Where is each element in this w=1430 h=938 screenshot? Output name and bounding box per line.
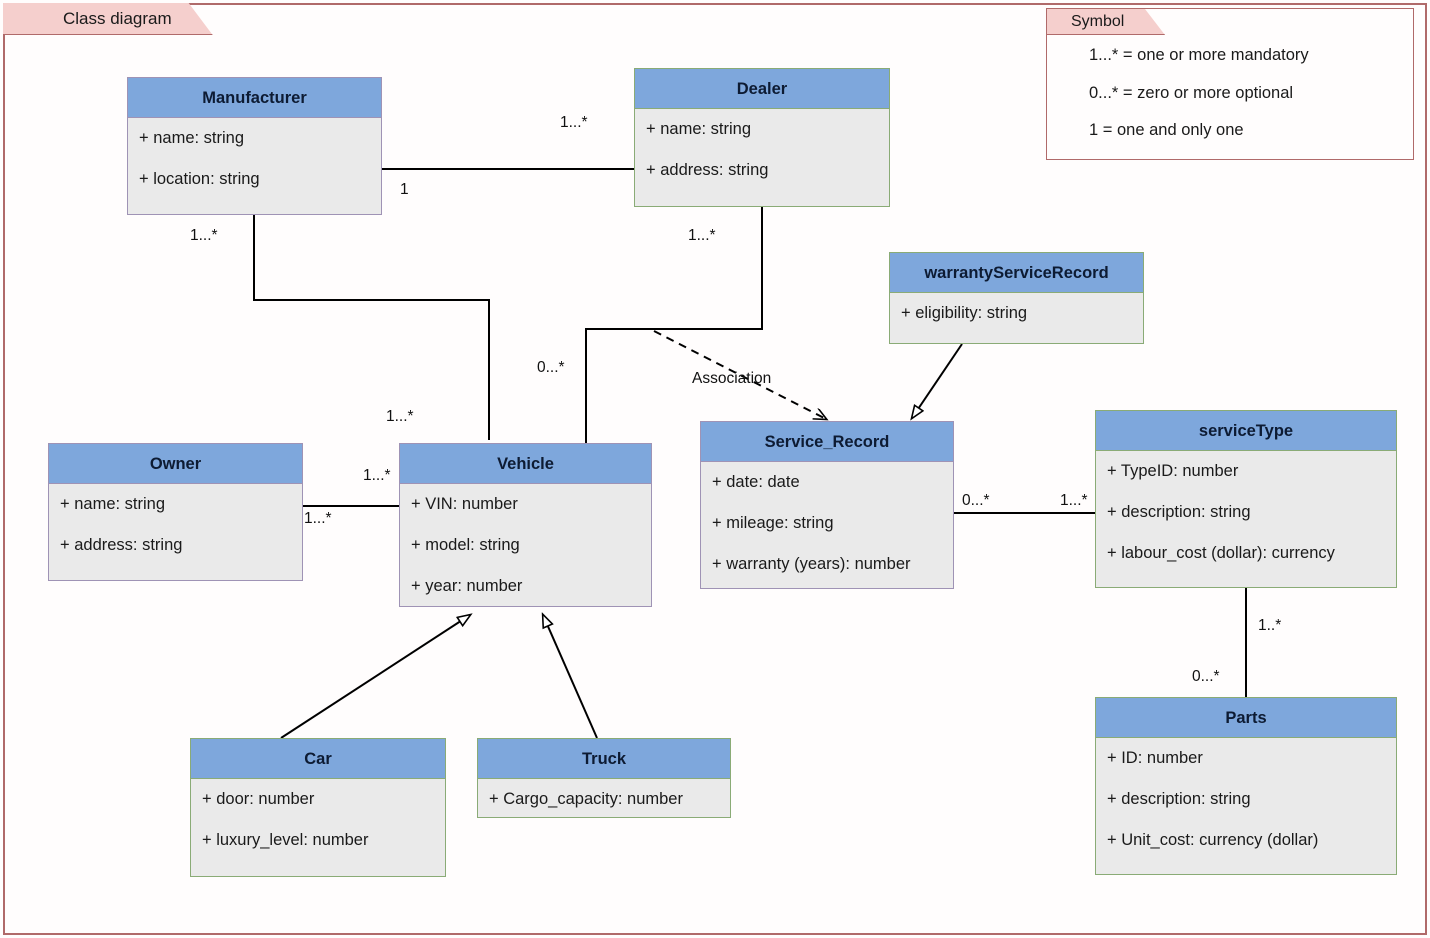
- class-box-service-type[interactable]: serviceType + TypeID: number + descripti…: [1095, 410, 1397, 588]
- symbol-legend-lines: 1...* = one or more mandatory 0...* = ze…: [1047, 35, 1413, 159]
- multiplicity-servicetype-parts-parts-end: 0...*: [1192, 668, 1220, 685]
- class-attribute: + TypeID: number: [1107, 462, 1239, 480]
- class-attribute: + luxury_level: number: [202, 831, 369, 849]
- class-attributes-owner: + name: string + address: string: [49, 484, 302, 566]
- edge-label-association: Association: [692, 370, 772, 387]
- class-attribute: + eligibility: string: [901, 304, 1028, 322]
- class-attribute: + name: string: [139, 129, 245, 147]
- multiplicity-manufacturer-vehicle-vehicle-end: 1...*: [386, 408, 414, 425]
- class-box-vehicle[interactable]: Vehicle + VIN: number + model: string + …: [399, 443, 652, 607]
- class-name-manufacturer: Manufacturer: [128, 78, 381, 118]
- multiplicity-servicetype-parts-servicetype-end: 1..*: [1258, 617, 1282, 634]
- class-attribute: + Cargo_capacity: number: [489, 790, 683, 808]
- class-name-owner: Owner: [49, 444, 302, 484]
- symbol-legend-tab: Symbol: [1047, 9, 1165, 35]
- multiplicity-dealer-servicerecord-dealer-end: 1...*: [688, 227, 716, 244]
- symbol-legend: Symbol 1...* = one or more mandatory 0..…: [1046, 8, 1414, 160]
- class-attribute: + door: number: [202, 790, 315, 808]
- class-attributes-warranty-service-record: + eligibility: string: [890, 293, 1143, 334]
- class-attributes-vehicle: + VIN: number + model: string + year: nu…: [400, 484, 651, 607]
- class-attribute: + description: string: [1107, 503, 1251, 521]
- class-attributes-truck: + Cargo_capacity: number: [478, 779, 730, 820]
- page-title: Class diagram: [63, 8, 172, 28]
- class-attribute: + name: string: [60, 495, 166, 513]
- class-attribute: + description: string: [1107, 790, 1251, 808]
- multiplicity-manufacturer-dealer-dealer-end: 1...*: [560, 114, 588, 131]
- class-attributes-dealer: + name: string + address: string: [635, 109, 889, 191]
- multiplicity-dealer-vehicle-vehicle-end: 0...*: [537, 359, 565, 376]
- class-box-warranty-service-record[interactable]: warrantyServiceRecord + eligibility: str…: [889, 252, 1144, 344]
- class-name-parts: Parts: [1096, 698, 1396, 738]
- class-box-owner[interactable]: Owner + name: string + address: string: [48, 443, 303, 581]
- class-name-car: Car: [191, 739, 445, 779]
- class-name-vehicle: Vehicle: [400, 444, 651, 484]
- legend-item: 1...* = one or more mandatory: [1089, 46, 1309, 64]
- class-attributes-service-type: + TypeID: number + description: string +…: [1096, 451, 1396, 574]
- class-attribute: + warranty (years): number: [712, 555, 911, 573]
- class-box-service-record[interactable]: Service_Record + date: date + mileage: s…: [700, 421, 954, 589]
- class-box-dealer[interactable]: Dealer + name: string + address: string: [634, 68, 890, 207]
- class-attribute: + VIN: number: [411, 495, 518, 513]
- class-attribute: + labour_cost (dollar): currency: [1107, 544, 1335, 562]
- class-attribute: + name: string: [646, 120, 752, 138]
- multiplicity-manufacturer-vehicle-manufacturer-end: 1...*: [190, 227, 218, 244]
- multiplicity-manufacturer-dealer-manufacturer-end: 1: [400, 181, 409, 198]
- symbol-legend-title: Symbol: [1071, 12, 1125, 30]
- legend-item: 0...* = zero or more optional: [1089, 83, 1294, 102]
- class-name-service-record: Service_Record: [701, 422, 953, 462]
- class-name-service-type: serviceType: [1096, 411, 1396, 451]
- class-box-car[interactable]: Car + door: number + luxury_level: numbe…: [190, 738, 446, 877]
- class-name-warranty-service-record: warrantyServiceRecord: [890, 253, 1143, 293]
- multiplicity-owner-vehicle-owner-end: 1...*: [304, 510, 332, 527]
- class-box-truck[interactable]: Truck + Cargo_capacity: number: [477, 738, 731, 818]
- legend-item: 1 = one and only one: [1089, 121, 1244, 139]
- class-attributes-service-record: + date: date + mileage: string + warrant…: [701, 462, 953, 585]
- class-box-manufacturer[interactable]: Manufacturer + name: string + location: …: [127, 77, 382, 215]
- class-name-truck: Truck: [478, 739, 730, 779]
- class-attributes-car: + door: number + luxury_level: number: [191, 779, 445, 861]
- class-attribute: + ID: number: [1107, 749, 1203, 767]
- class-attributes-parts: + ID: number + description: string + Uni…: [1096, 738, 1396, 861]
- class-attribute: + mileage: string: [712, 514, 834, 532]
- class-attributes-manufacturer: + name: string + location: string: [128, 118, 381, 200]
- multiplicity-servicerecord-servicetype-servicerecord-end: 0...*: [962, 492, 990, 509]
- class-attribute: + location: string: [139, 170, 260, 188]
- class-attribute: + Unit_cost: currency (dollar): [1107, 831, 1319, 849]
- class-attribute: + model: string: [411, 536, 520, 554]
- class-name-dealer: Dealer: [635, 69, 889, 109]
- class-attribute: + address: string: [60, 536, 183, 554]
- multiplicity-servicerecord-servicetype-servicetype-end: 1...*: [1060, 492, 1088, 509]
- class-box-parts[interactable]: Parts + ID: number + description: string…: [1095, 697, 1397, 875]
- class-attribute: + address: string: [646, 161, 769, 179]
- diagram-title-tab: Class diagram: [3, 3, 213, 35]
- class-attribute: + date: date: [712, 473, 800, 491]
- multiplicity-owner-vehicle-vehicle-top-end: 1...*: [363, 467, 391, 484]
- class-attribute: + year: number: [411, 577, 523, 595]
